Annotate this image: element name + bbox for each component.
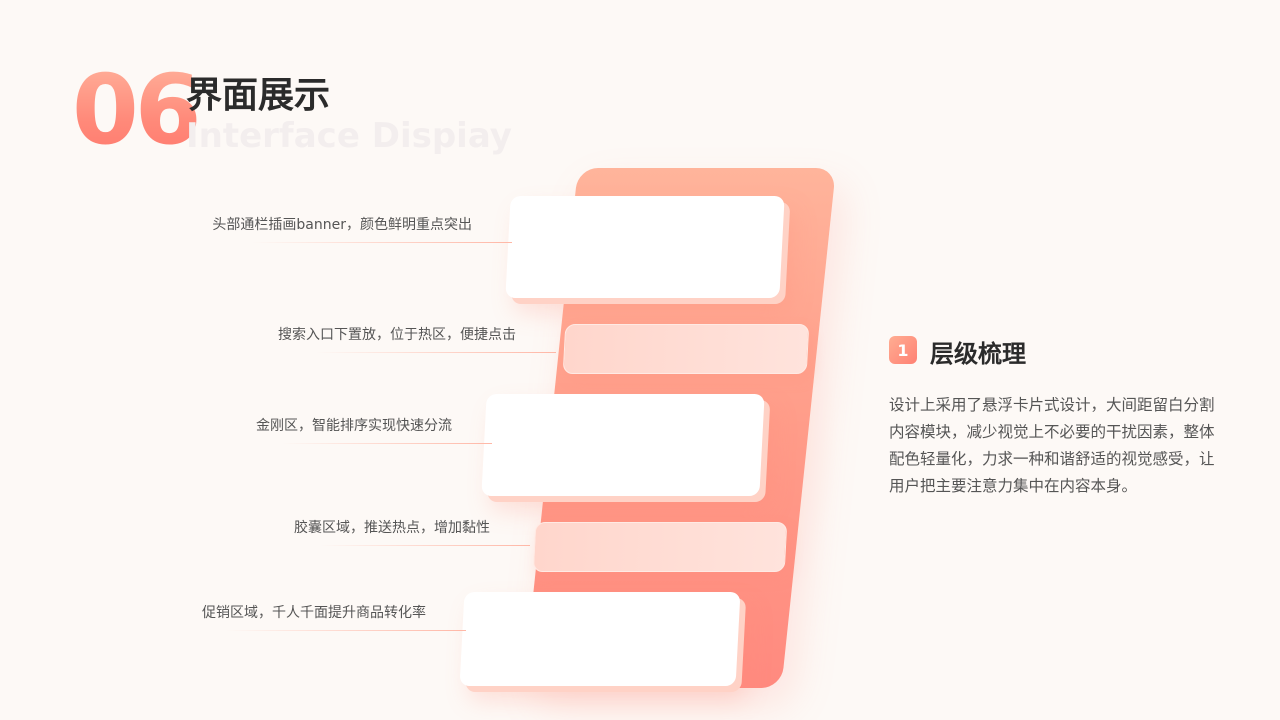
callout-label: 金刚区，智能排序实现快速分流 bbox=[256, 418, 452, 434]
callout-line bbox=[320, 545, 530, 546]
callout-promo: 促销区域，千人千面提升商品转化率 bbox=[150, 602, 466, 632]
callout-icon-grid: 金刚区，智能排序实现快速分流 bbox=[220, 415, 492, 445]
callout-line bbox=[252, 242, 512, 243]
callout-search: 搜索入口下置放，位于热区，便捷点击 bbox=[220, 324, 556, 354]
page-title: 界面展示 bbox=[186, 75, 331, 116]
callout-line bbox=[226, 630, 466, 631]
promo-card bbox=[459, 592, 741, 686]
callout-label: 胶囊区域，推送热点，增加黏性 bbox=[294, 520, 490, 536]
section-number: 06 bbox=[72, 54, 202, 166]
feature-number-badge: 1 bbox=[889, 336, 917, 364]
callout-label: 头部通栏插画banner，颜色鲜明重点突出 bbox=[212, 217, 472, 233]
icon-grid-card bbox=[481, 394, 765, 496]
callout-line bbox=[316, 352, 556, 353]
feature-title: 层级梳理 bbox=[930, 340, 1026, 368]
callout-line bbox=[282, 443, 492, 444]
page-subtitle: Interface Dispiay bbox=[186, 116, 512, 156]
callout-banner: 头部通栏插画banner，颜色鲜明重点突出 bbox=[180, 214, 512, 244]
capsule-card bbox=[532, 522, 788, 572]
search-card bbox=[562, 324, 810, 374]
callout-label: 促销区域，千人千面提升商品转化率 bbox=[202, 605, 426, 621]
callout-capsule: 胶囊区域，推送热点，增加黏性 bbox=[250, 517, 530, 547]
feature-description: 设计上采用了悬浮卡片式设计，大间距留白分割内容模块，减少视觉上不必要的干扰因素，… bbox=[889, 396, 1215, 495]
banner-card bbox=[505, 196, 785, 298]
callout-label: 搜索入口下置放，位于热区，便捷点击 bbox=[278, 327, 516, 343]
